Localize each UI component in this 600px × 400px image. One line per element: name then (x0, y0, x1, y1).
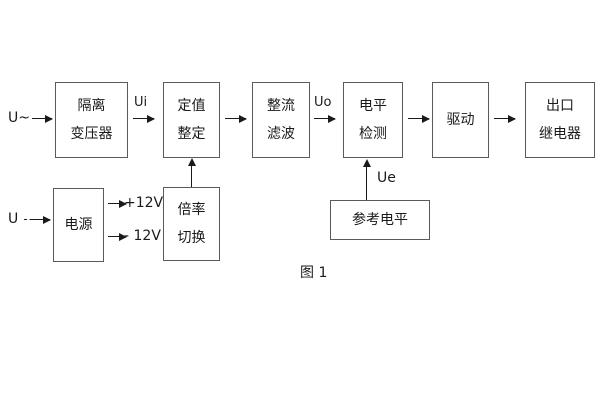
block-isolation-transformer-line2: 变压器 (70, 126, 113, 142)
arrow-reference-level-to-level-detection (362, 159, 371, 200)
arrow-dc-input-to-power-supply (32, 215, 51, 224)
block-level-detection: 电平 检测 (343, 82, 403, 158)
block-setting-value-line2: 整定 (177, 126, 206, 142)
signal-label-ui: Ui (134, 95, 148, 110)
block-multiplier-switch-line1: 倍率 (177, 202, 206, 218)
block-multiplier-switch-line2: 切换 (177, 230, 206, 246)
input-label-ac: U~ (8, 110, 30, 126)
arrow-isolation-transformer-to-setting-value (133, 114, 155, 123)
block-setting-value: 定值 整定 (163, 82, 220, 158)
arrow-ac-input-to-isolation-transformer (32, 114, 53, 123)
block-rectify-filter-line2: 滤波 (267, 126, 295, 142)
block-isolation-transformer: 隔离 变压器 (55, 82, 128, 158)
block-drive-line1: 驱动 (446, 112, 475, 128)
arrow-rectify-filter-to-level-detection (314, 114, 336, 123)
arrow-setting-value-to-rectify-filter (225, 114, 247, 123)
block-rectify-filter-line1: 整流 (267, 98, 295, 114)
block-drive: 驱动 (432, 82, 489, 158)
block-multiplier-switch: 倍率 切换 (163, 187, 220, 261)
input-label-dc: U (8, 211, 19, 227)
signal-label-ue: Ue (377, 170, 396, 186)
block-level-detection-line2: 检测 (359, 126, 387, 142)
block-output-relay-line1: 出口 (546, 98, 574, 114)
arrow-power-supply-minus12v (108, 232, 127, 241)
figure-caption: 图 1 (300, 265, 328, 281)
arrow-drive-to-output-relay (494, 114, 516, 123)
block-power-supply-line1: 电源 (64, 217, 93, 233)
block-reference-level: 参考电平 (330, 200, 430, 240)
dashed-line-dc-input (24, 219, 38, 220)
block-isolation-transformer-line1: 隔离 (77, 98, 106, 114)
signal-label-minus12v: - 12V (124, 228, 161, 244)
block-power-supply: 电源 (53, 188, 104, 262)
arrow-level-detection-to-drive (408, 114, 430, 123)
block-rectify-filter: 整流 滤波 (252, 82, 310, 158)
signal-label-uo: Uo (314, 95, 332, 110)
block-output-relay-line2: 继电器 (539, 126, 581, 142)
block-output-relay: 出口 继电器 (525, 82, 595, 158)
arrow-power-supply-plus12v (108, 199, 127, 208)
signal-label-plus12v: +12V (124, 195, 164, 211)
block-setting-value-line1: 定值 (177, 98, 206, 114)
block-level-detection-line1: 电平 (359, 98, 387, 114)
block-reference-level-line1: 参考电平 (352, 212, 408, 228)
arrow-multiplier-switch-to-setting-value (187, 158, 196, 187)
